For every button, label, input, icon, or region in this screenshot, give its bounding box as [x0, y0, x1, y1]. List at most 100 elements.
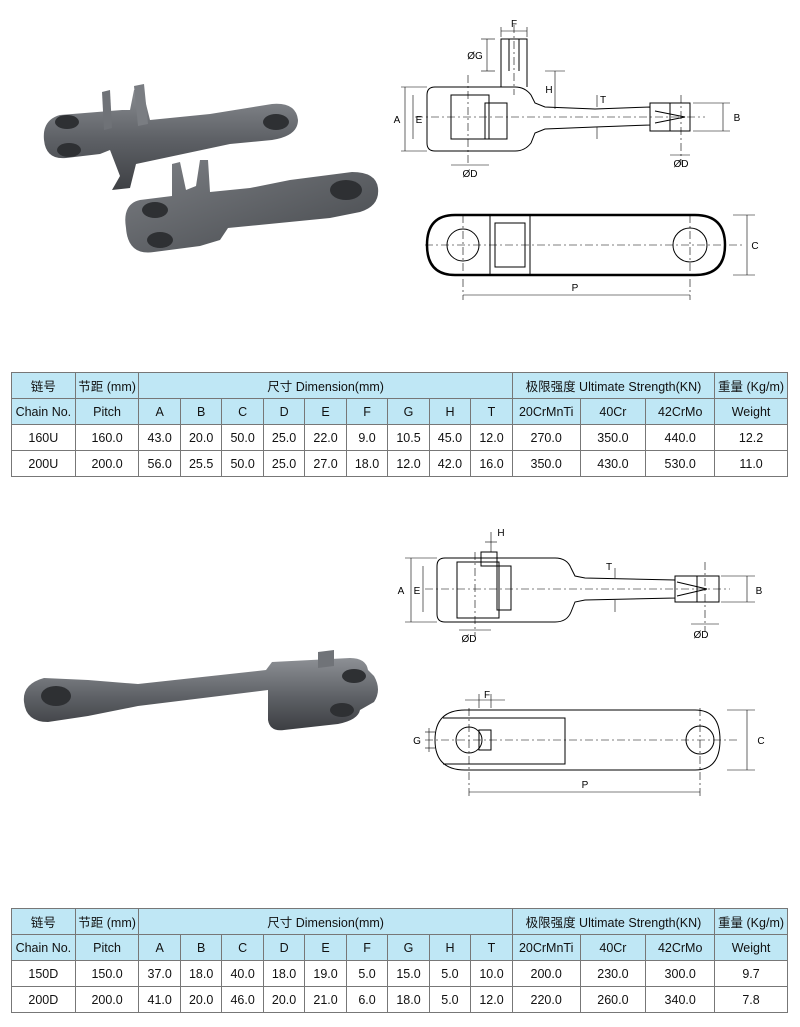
- dim-label-c: C: [757, 736, 764, 747]
- table-row: 200D 200.0 41.0 20.0 46.0 20.0 21.0 6.0 …: [11, 986, 788, 1013]
- cell-dim: 12.0: [470, 424, 513, 451]
- cell-dim: 45.0: [428, 424, 472, 451]
- cell-dim: 43.0: [138, 424, 181, 451]
- dim-label-a: A: [394, 115, 401, 126]
- table-row: 200U 200.0 56.0 25.5 50.0 25.0 27.0 18.0…: [11, 450, 788, 477]
- header-dim: D: [262, 934, 306, 961]
- header-dim: T: [470, 398, 513, 425]
- dim-label-e: E: [416, 115, 423, 126]
- cell-dim: 41.0: [138, 986, 181, 1013]
- cell-weight: 12.2: [714, 424, 788, 451]
- cell-strength: 200.0: [511, 960, 581, 987]
- cell-dim: 5.0: [428, 986, 472, 1013]
- cell-dim: 12.0: [387, 450, 430, 477]
- technical-drawing-u-side: A E F ØG H T B ØD ØD: [394, 19, 741, 180]
- product-photo-u-chain: [43, 84, 379, 253]
- cell-dim: 5.0: [428, 960, 472, 987]
- header-pitch-en: Pitch: [74, 398, 140, 425]
- spec-table-u: 链号 节距 (mm) 尺寸 Dimension(mm) 极限强度 Ultimat…: [11, 372, 788, 477]
- header-material: 40Cr: [579, 398, 647, 425]
- cell-strength: 300.0: [645, 960, 716, 987]
- header-material: 42CrMo: [645, 934, 716, 961]
- table-row: 160U 160.0 43.0 20.0 50.0 25.0 22.0 9.0 …: [11, 424, 788, 451]
- cell-strength: 230.0: [579, 960, 647, 987]
- cell-dim: 16.0: [470, 450, 513, 477]
- cell-dim: 20.0: [179, 424, 223, 451]
- dim-label-h: H: [545, 85, 552, 96]
- dim-label-c: C: [751, 241, 758, 252]
- header-dim: F: [345, 934, 389, 961]
- cell-dim: 18.0: [262, 960, 306, 987]
- cell-strength: 340.0: [645, 986, 716, 1013]
- cell-dim: 56.0: [138, 450, 181, 477]
- dim-label-t: T: [600, 95, 606, 106]
- cell-dim: 22.0: [304, 424, 347, 451]
- cell-dim: 25.0: [262, 450, 306, 477]
- header-pitch-cn: 节距 (mm): [74, 908, 140, 935]
- header-dimension: 尺寸 Dimension(mm): [138, 372, 513, 399]
- header-dim: C: [221, 934, 264, 961]
- header-material: 40Cr: [579, 934, 647, 961]
- dim-label-d-right: ØD: [694, 630, 709, 641]
- cell-dim: 25.0: [262, 424, 306, 451]
- header-dim: B: [179, 934, 223, 961]
- header-dim: H: [428, 398, 472, 425]
- cell-dim: 12.0: [470, 986, 513, 1013]
- header-pitch-en: Pitch: [74, 934, 140, 961]
- dim-label-b: B: [734, 113, 741, 124]
- header-dim: A: [138, 934, 181, 961]
- header-chain-en: Chain No.: [11, 934, 76, 961]
- header-dim: T: [470, 934, 513, 961]
- header-chain-cn: 链号: [11, 908, 76, 935]
- header-dim: A: [138, 398, 181, 425]
- cell-strength: 350.0: [579, 424, 647, 451]
- dim-label-d-left: ØD: [462, 634, 477, 645]
- cell-dim: 25.5: [179, 450, 223, 477]
- cell-dim: 40.0: [221, 960, 264, 987]
- cell-dim: 37.0: [138, 960, 181, 987]
- cell-dim: 15.0: [387, 960, 430, 987]
- cell-pitch: 160.0: [74, 424, 140, 451]
- dim-label-b: B: [756, 586, 763, 597]
- header-strength: 极限强度 Ultimate Strength(KN): [511, 908, 716, 935]
- cell-dim: 50.0: [221, 450, 264, 477]
- dim-label-d-left: ØD: [463, 169, 478, 180]
- cell-dim: 18.0: [179, 960, 223, 987]
- technical-drawing-d-plan: F G C P: [413, 690, 765, 798]
- header-dim: G: [387, 398, 430, 425]
- cell-dim: 5.0: [345, 960, 389, 987]
- header-dim: B: [179, 398, 223, 425]
- cell-dim: 21.0: [304, 986, 347, 1013]
- table-row: 150D 150.0 37.0 18.0 40.0 18.0 19.0 5.0 …: [11, 960, 788, 987]
- header-strength: 极限强度 Ultimate Strength(KN): [511, 372, 716, 399]
- cell-chain: 150D: [11, 960, 76, 987]
- dim-label-t: T: [606, 562, 612, 573]
- header-dim: E: [304, 934, 347, 961]
- header-dim: F: [345, 398, 389, 425]
- cell-dim: 9.0: [345, 424, 389, 451]
- header-material: 20CrMnTi: [511, 398, 581, 425]
- cell-weight: 9.7: [714, 960, 788, 987]
- spec-table-d: 链号 节距 (mm) 尺寸 Dimension(mm) 极限强度 Ultimat…: [11, 908, 788, 1013]
- cell-dim: 42.0: [428, 450, 472, 477]
- cell-strength: 530.0: [645, 450, 716, 477]
- header-pitch-cn: 节距 (mm): [74, 372, 140, 399]
- cell-dim: 20.0: [262, 986, 306, 1013]
- technical-drawing-d-side: A E H T B ØD ØD: [398, 528, 763, 645]
- technical-drawing-u-plan: C P: [425, 213, 759, 300]
- dim-label-g: ØG: [467, 51, 483, 62]
- cell-pitch: 200.0: [74, 986, 140, 1013]
- header-weight-en: Weight: [714, 398, 788, 425]
- header-weight-en: Weight: [714, 934, 788, 961]
- cell-weight: 11.0: [714, 450, 788, 477]
- cell-strength: 430.0: [579, 450, 647, 477]
- cell-strength: 260.0: [579, 986, 647, 1013]
- product-photo-d-chain: [23, 650, 378, 731]
- cell-weight: 7.8: [714, 986, 788, 1013]
- cell-strength: 270.0: [511, 424, 581, 451]
- header-chain-en: Chain No.: [11, 398, 76, 425]
- dim-label-g: G: [413, 736, 421, 747]
- cell-chain: 160U: [11, 424, 76, 451]
- header-dim: D: [262, 398, 306, 425]
- cell-dim: 10.0: [470, 960, 513, 987]
